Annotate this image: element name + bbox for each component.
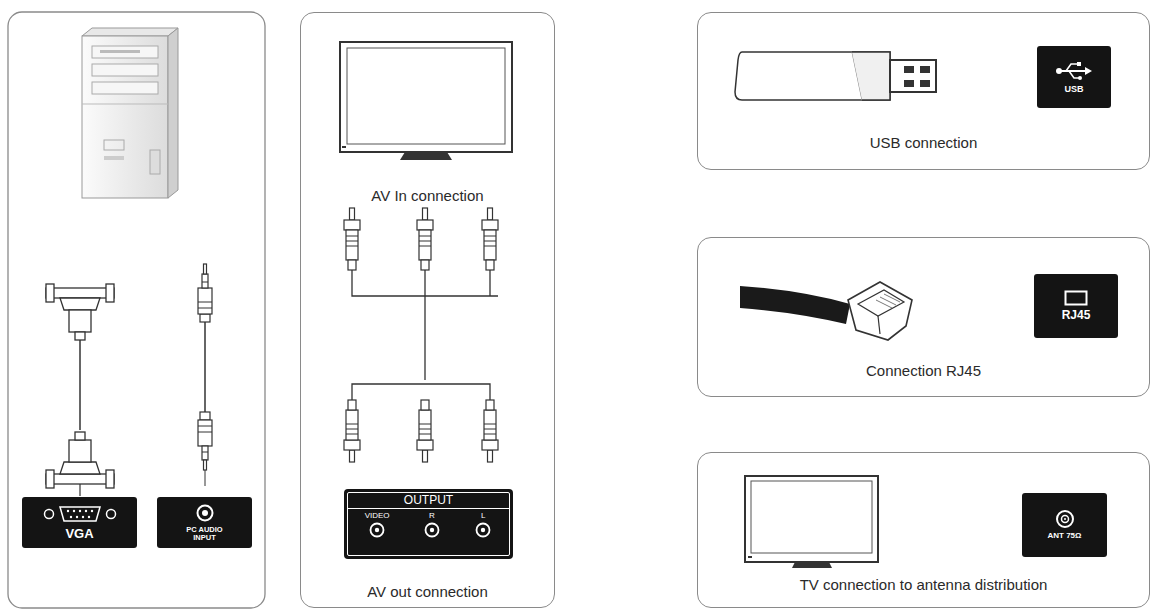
port-name: PC AUDIO INPUT <box>177 526 233 542</box>
audio-jack-icon <box>195 503 215 523</box>
vga-port-icon <box>42 504 118 524</box>
port-name: VGA <box>65 527 93 541</box>
jack-label: L <box>481 511 485 521</box>
port-name: RJ45 <box>1062 309 1091 322</box>
port-name: USB <box>1064 85 1083 94</box>
output-panel: OUTPUT VIDEO R L <box>344 489 513 559</box>
usb-symbol <box>1054 60 1094 82</box>
panel: TV connection to antenna distribution ANT… <box>697 452 1150 608</box>
panel: USB connection USB <box>697 12 1150 170</box>
port-label: USB <box>1037 46 1111 108</box>
port-name: ANT 75Ω <box>1048 532 1082 540</box>
output-frame: OUTPUT VIDEO R L <box>347 492 510 556</box>
rj45-port-icon <box>1064 290 1088 306</box>
output-title: OUTPUT <box>348 493 509 509</box>
panel: Connection RJ45 RJ45 <box>697 237 1150 397</box>
jack-label: R <box>429 511 435 521</box>
port-label: RJ45 <box>1034 274 1118 338</box>
jack-label: VIDEO <box>365 511 390 521</box>
port-label: ANT 75Ω <box>1022 493 1107 557</box>
jack-column: R <box>423 511 441 539</box>
jack-row: VIDEO R L <box>348 509 509 539</box>
antenna-port-icon <box>1055 509 1075 529</box>
jack-column: VIDEO <box>365 511 390 539</box>
rca-jack <box>423 521 441 539</box>
caption: Connection RJ45 <box>698 362 1149 379</box>
jack-column: L <box>474 511 492 539</box>
port-label: PC AUDIO INPUT <box>157 497 252 548</box>
caption: AV In connection <box>301 187 554 204</box>
caption: USB connection <box>698 134 1149 151</box>
rca-jack <box>474 521 492 539</box>
port-label: VGA <box>22 497 137 548</box>
caption: AV out connection <box>301 583 554 600</box>
panel: AV In connectionAV out connectionOUTPUTV… <box>300 12 555 608</box>
caption: TV connection to antenna distribution <box>698 576 1149 593</box>
rca-jack <box>368 521 386 539</box>
